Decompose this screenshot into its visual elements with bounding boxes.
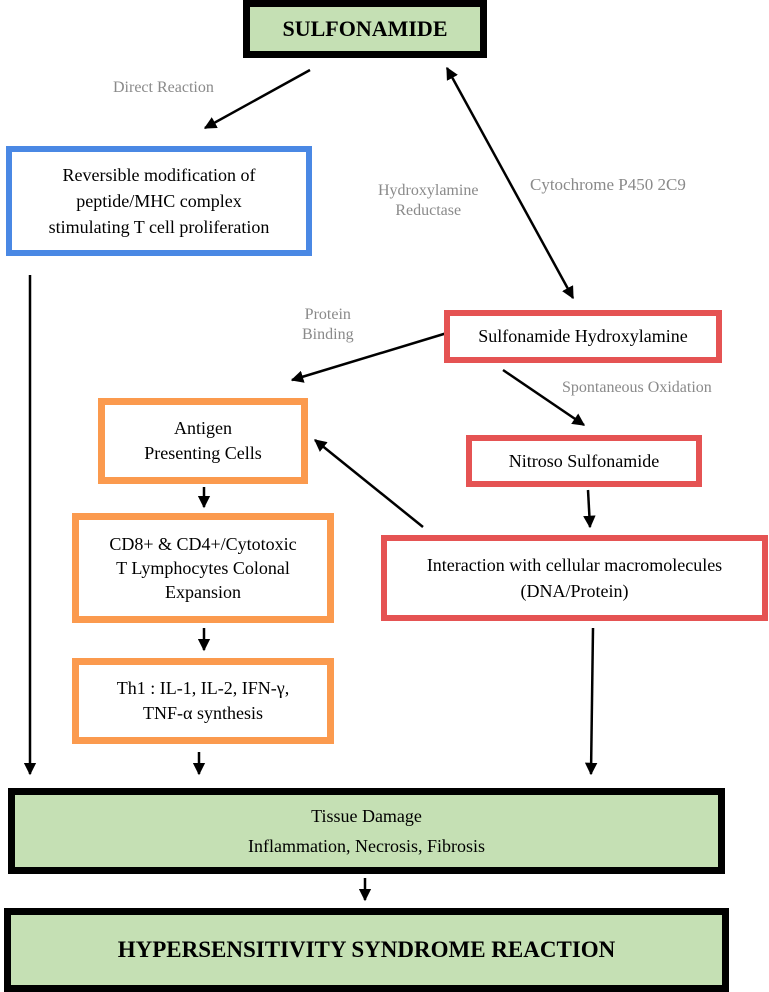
reversible-line-3: stimulating T cell proliferation: [48, 217, 270, 237]
cd8-line-2: T Lymphocytes Colonal: [116, 558, 290, 578]
edge-label-direct-reaction: Direct Reaction: [113, 79, 214, 96]
tissue-line-1: Tissue Damage: [311, 806, 422, 826]
arrow-interaction-to-apc: [314, 439, 424, 528]
sulfonamide-label: SULFONAMIDE: [282, 16, 448, 41]
arrow-direct-reaction: [203, 68, 311, 130]
reversible-line-2: peptide/MHC complex: [76, 191, 242, 211]
th1-line-2: TNF-α synthesis: [143, 703, 263, 723]
sulfonamide-node: SULFONAMIDE: [243, 0, 487, 58]
interaction-line-2: (DNA/Protein): [520, 581, 629, 601]
arrow-nitroso-to-interaction: [583, 489, 596, 529]
cd8-line-1: CD8+ & CD4+/Cytotoxic: [109, 534, 297, 554]
arrow-sulfonamide-hydroxylamine: [445, 66, 575, 300]
reversible-modification-node: Reversible modification of peptide/MHC c…: [6, 146, 312, 256]
reductase-line-1: Hydroxylamine: [378, 182, 479, 199]
arrow-interaction-to-tissue: [584, 627, 598, 776]
hypersensitivity-node: HYPERSENSITIVITY SYNDROME REACTION: [4, 908, 729, 992]
t-lymphocyte-expansion-node: CD8+ & CD4+/Cytotoxic T Lymphocytes Colo…: [72, 513, 334, 623]
th1-cytokine-node: Th1 : IL-1, IL-2, IFN-γ, TNF-α synthesis: [72, 658, 334, 744]
apc-line-2: Presenting Cells: [144, 443, 262, 463]
tissue-damage-node: Tissue Damage Inflammation, Necrosis, Fi…: [8, 788, 725, 874]
arrow-protein-binding: [290, 331, 448, 383]
reductase-line-2: Reductase: [395, 202, 462, 219]
edge-label-protein-binding: Protein Binding: [302, 305, 354, 345]
interaction-line-1: Interaction with cellular macromolecules: [426, 555, 723, 575]
antigen-presenting-cells-node: Antigen Presenting Cells: [98, 398, 308, 484]
cd8-line-3: Expansion: [165, 582, 241, 602]
th1-line-1: Th1 : IL-1, IL-2, IFN-γ,: [116, 678, 290, 698]
macromolecule-interaction-node: Interaction with cellular macromolecules…: [381, 535, 768, 621]
hypersensitivity-label: HYPERSENSITIVITY SYNDROME REACTION: [117, 937, 616, 962]
nitroso-sulfonamide-node: Nitroso Sulfonamide: [466, 435, 702, 487]
edge-label-cytochrome: Cytochrome P450 2C9: [530, 175, 686, 194]
reversible-line-1: Reversible modification of: [62, 165, 256, 185]
nitroso-label: Nitroso Sulfonamide: [508, 450, 660, 471]
edge-label-spontaneous-oxidation: Spontaneous Oxidation: [562, 379, 712, 396]
tissue-line-2: Inflammation, Necrosis, Fibrosis: [248, 836, 485, 856]
apc-line-1: Antigen: [174, 418, 232, 438]
protein-binding-line-2: Binding: [302, 326, 354, 343]
sulfonamide-hydroxylamine-node: Sulfonamide Hydroxylamine: [444, 310, 722, 363]
protein-binding-line-1: Protein: [304, 306, 351, 323]
hydroxylamine-label: Sulfonamide Hydroxylamine: [478, 326, 688, 346]
arrow-spontaneous-oxidation: [502, 368, 586, 427]
edge-label-hydroxylamine-reductase: Hydroxylamine Reductase: [378, 181, 478, 221]
